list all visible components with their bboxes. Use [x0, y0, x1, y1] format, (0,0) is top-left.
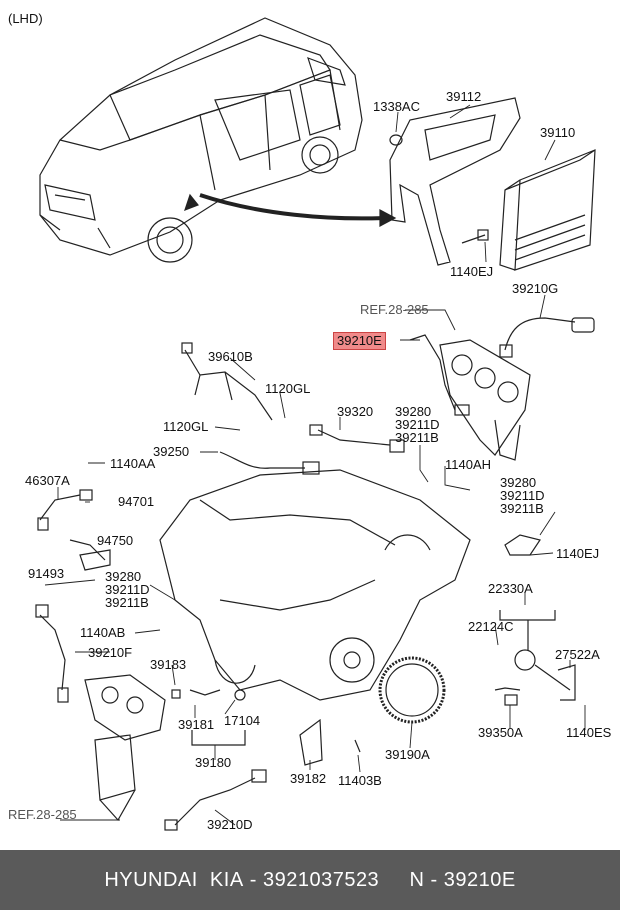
- part-label-39320[interactable]: 39320: [337, 404, 374, 419]
- part-label-39280-a[interactable]: 39280: [395, 404, 432, 419]
- parts-diagram: [35, 17, 596, 831]
- part-label-39211d-a[interactable]: 39211D: [395, 417, 440, 432]
- part-label-22124c[interactable]: 22124C: [468, 619, 514, 634]
- footer-separator: -: [243, 868, 263, 891]
- part-label-39183[interactable]: 39183: [150, 657, 187, 672]
- part-label-46307a[interactable]: 46307A: [25, 473, 70, 488]
- part-label-39280-c[interactable]: 39280: [105, 569, 142, 584]
- part-label-1120gl-a[interactable]: 1120GL: [265, 381, 311, 396]
- footer-callout: 39210E: [443, 868, 516, 891]
- part-label-39211d-b[interactable]: 39211D: [500, 488, 545, 503]
- variant-label: (LHD): [8, 11, 43, 26]
- ecu-bracket: [389, 97, 521, 266]
- part-label-1338ac[interactable]: 1338AC: [373, 99, 420, 114]
- part-label-39280-b[interactable]: 39280: [500, 475, 537, 490]
- part-label-39190a[interactable]: 39190A: [385, 747, 430, 762]
- part-label-94750[interactable]: 94750: [97, 533, 134, 548]
- ecu-box: [499, 149, 596, 271]
- exhaust-manifold-upper: [409, 334, 531, 461]
- part-label-39250[interactable]: 39250: [153, 444, 190, 459]
- part-label-39210d[interactable]: 39210D: [207, 817, 253, 832]
- part-label-1140aa[interactable]: 1140AA: [110, 456, 156, 471]
- car-illustration: [39, 17, 363, 263]
- part-label-27522a[interactable]: 27522A: [555, 647, 600, 662]
- part-label-39211b-c[interactable]: 39211B: [105, 595, 149, 610]
- part-label-1140ej-right[interactable]: 1140EJ: [556, 546, 600, 561]
- footer-brand: HYUNDAI KIA: [104, 868, 244, 891]
- wiring-harness-39610b: [181, 342, 273, 421]
- ref-label-bottom[interactable]: REF.28-285: [8, 807, 77, 822]
- part-label-1140ah[interactable]: 1140AH: [445, 457, 492, 472]
- engine-block: [159, 469, 471, 701]
- part-label-91493[interactable]: 91493: [28, 566, 65, 581]
- footer-part-number: 3921037523: [262, 868, 380, 891]
- part-label-39182[interactable]: 39182: [290, 771, 327, 786]
- part-label-39180[interactable]: 39180: [195, 755, 232, 770]
- part-label-17104[interactable]: 17104: [224, 713, 261, 728]
- part-label-39112[interactable]: 39112: [446, 89, 482, 104]
- part-label-39211b-b[interactable]: 39211B: [500, 501, 544, 516]
- part-label-1120gl-b[interactable]: 1120GL: [163, 419, 209, 434]
- part-label-39210e-highlighted[interactable]: 39210E: [333, 332, 386, 350]
- part-label-22330a[interactable]: 22330A: [488, 581, 533, 596]
- part-label-39110[interactable]: 39110: [540, 125, 576, 140]
- footer-bar: HYUNDAI KIA - 3921037523 N - 39210E: [0, 850, 620, 910]
- part-label-39210g[interactable]: 39210G: [512, 281, 559, 296]
- part-label-39211d-c[interactable]: 39211D: [105, 582, 150, 597]
- part-label-1140ab[interactable]: 1140AB: [80, 625, 126, 640]
- footer-n-label: N -: [409, 868, 444, 891]
- part-label-39211b-a[interactable]: 39211B: [395, 430, 439, 445]
- part-label-11403b[interactable]: 11403B: [338, 773, 382, 788]
- part-label-39610b[interactable]: 39610B: [208, 349, 253, 364]
- part-label-1140ej-top[interactable]: 1140EJ: [450, 264, 494, 279]
- part-label-39181[interactable]: 39181: [178, 717, 215, 732]
- footer-gap: [379, 869, 409, 892]
- ref-label-top[interactable]: REF.28-285: [360, 302, 429, 317]
- o2-sensor-39210g: [499, 317, 595, 358]
- flywheel: [378, 656, 446, 724]
- exhaust-manifold-lower: [84, 674, 166, 822]
- part-label-1140es[interactable]: 1140ES: [566, 725, 612, 740]
- part-label-94701[interactable]: 94701: [118, 494, 155, 509]
- part-label-39350a[interactable]: 39350A: [478, 725, 523, 740]
- part-label-39210f[interactable]: 39210F: [88, 645, 133, 660]
